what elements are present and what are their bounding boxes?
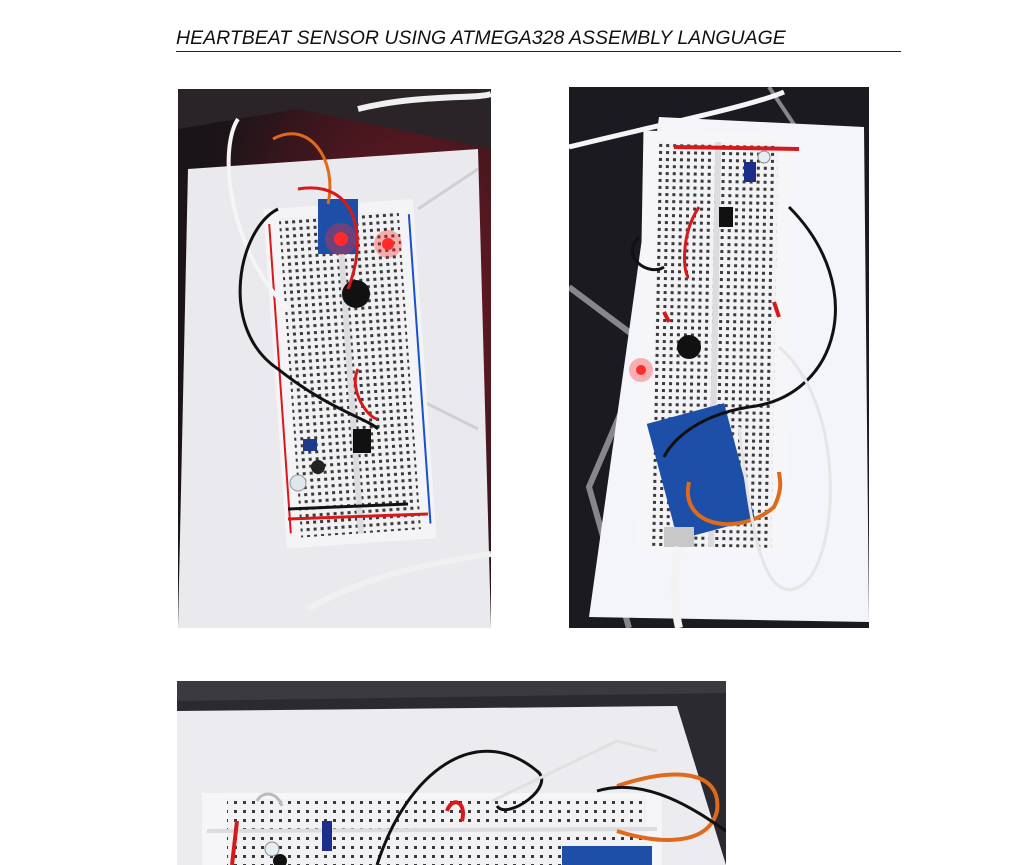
document-title: HEARTBEAT SENSOR USING ATMEGA328 ASSEMBL… [176,27,901,52]
circuit-photo-1 [178,89,491,628]
circuit-photo-2 [569,87,869,628]
circuit-photo-3 [177,681,726,865]
